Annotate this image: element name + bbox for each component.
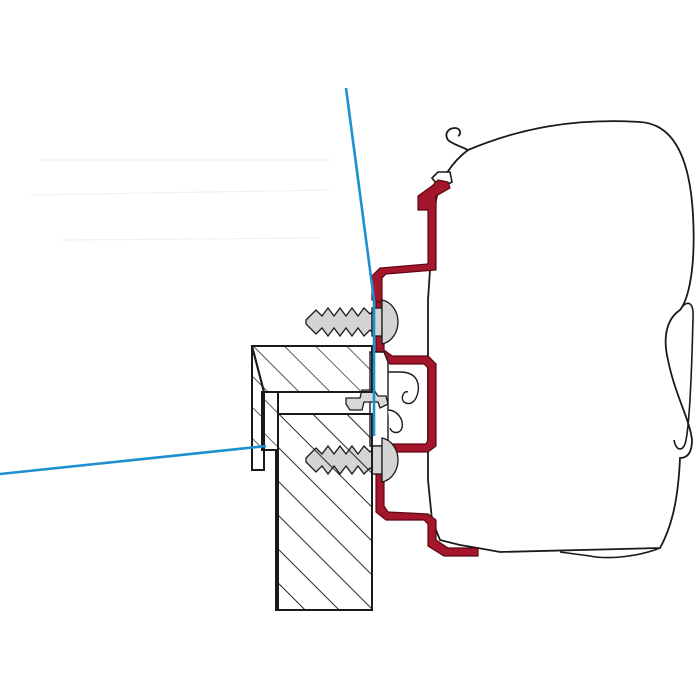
wall-line-upper [344, 87, 376, 301]
awning-cassette [427, 120, 695, 553]
wall-profile-core [277, 413, 373, 611]
background-sketch [29, 159, 331, 241]
cassette-front-curve [673, 302, 694, 450]
cassette-lip [559, 547, 661, 559]
wall-line-roof [0, 444, 267, 476]
adapter-bracket-lower [375, 469, 479, 557]
awning-hook [445, 127, 469, 151]
upper-screw [305, 299, 399, 345]
adapter-bracket [371, 179, 451, 305]
roof-profile [250, 345, 373, 393]
